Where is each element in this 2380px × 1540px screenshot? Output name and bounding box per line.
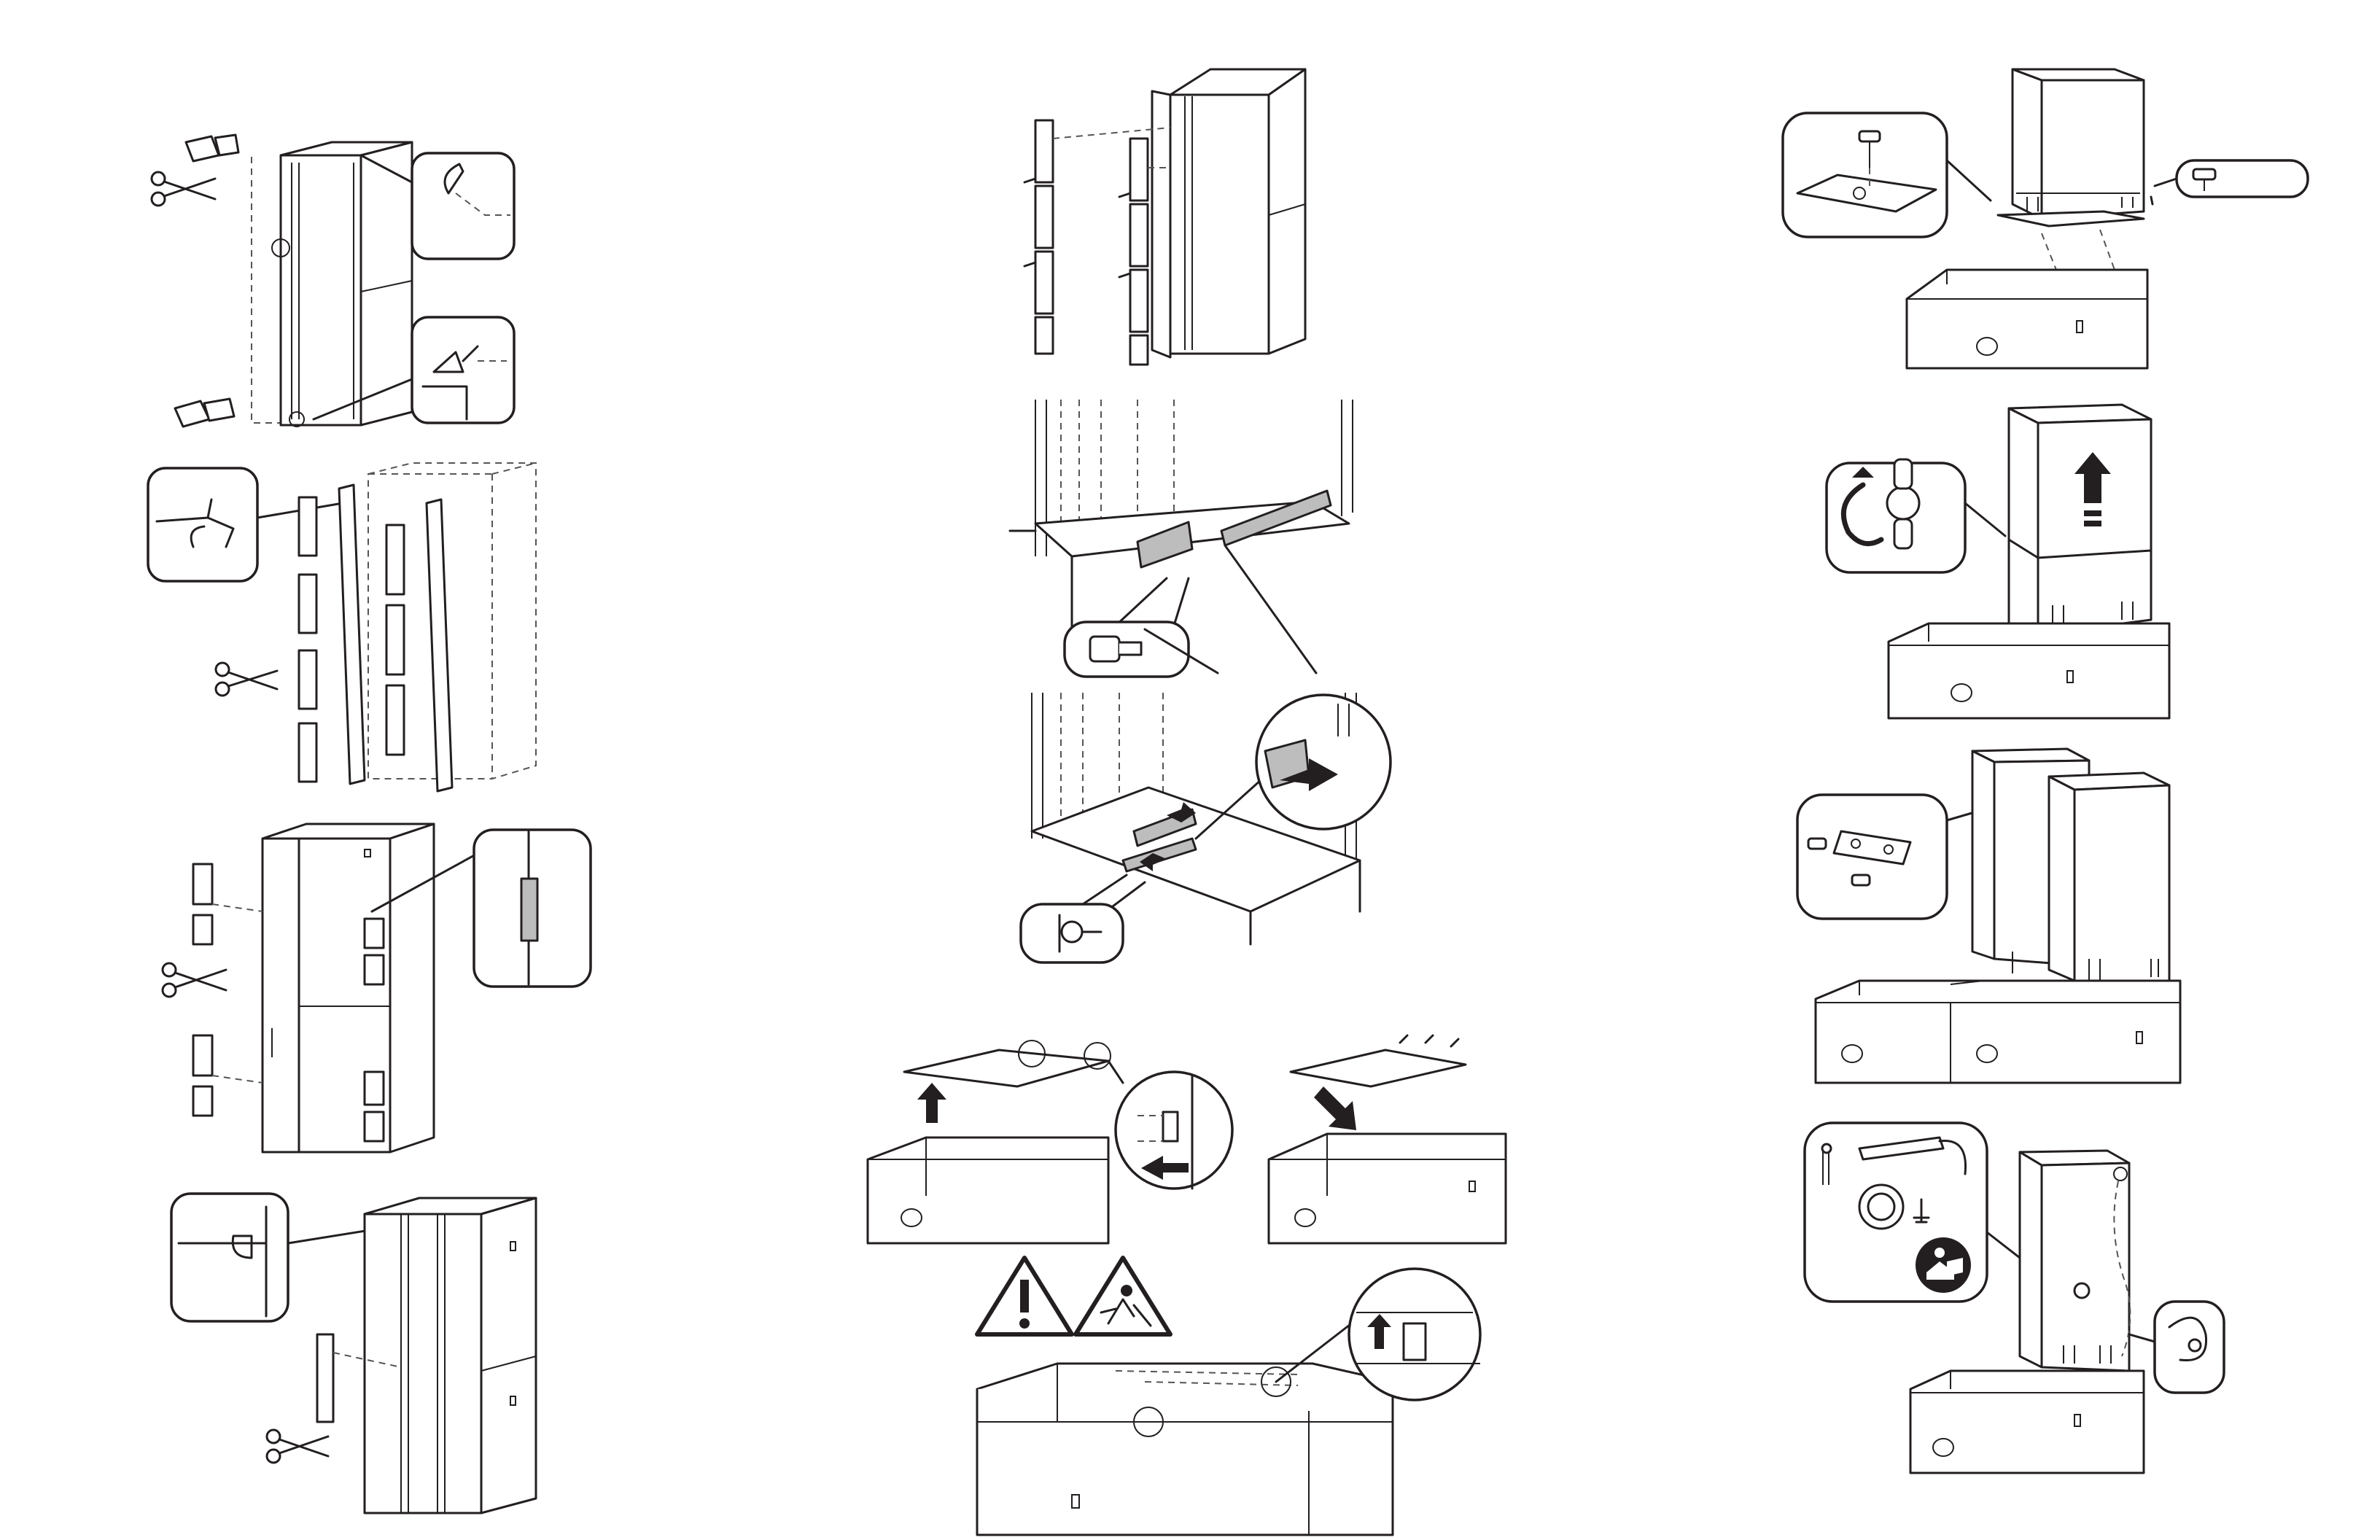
scissors-icon: [152, 172, 215, 206]
rack-cabinet: [1152, 69, 1305, 357]
warning-triangle-icon: [977, 1258, 1072, 1334]
col3-step1-chimney-screws: [1779, 58, 2319, 379]
col1-step4-cabinet-doors: [164, 1185, 558, 1528]
arrow-icon: [1314, 1086, 1356, 1130]
scissors-icon: [216, 663, 277, 696]
scissors-icon: [163, 963, 226, 997]
rotate-callout: [1827, 459, 2005, 572]
scissors-icon: [267, 1430, 328, 1463]
part-top-hinge-cover: [186, 135, 238, 161]
roof-lower-view: [1269, 1035, 1506, 1243]
hinge-latch-callout: [1108, 1061, 1232, 1189]
col3-step3-join-chimneys: [1794, 740, 2209, 1090]
chimney-duct: [2020, 1151, 2130, 1371]
screw-callout-right: [2151, 160, 2308, 204]
screw-callout-left: [1783, 113, 1991, 237]
col2-step1-side-panel-sections: [1021, 58, 1327, 372]
rack-top: [1910, 1371, 2144, 1473]
col2-step3-install-rails: [1017, 693, 1396, 970]
arrow-icon: [917, 1083, 946, 1123]
col1-step1-remove-doors: [142, 120, 536, 448]
latch-callout: [171, 1194, 379, 1321]
col1-step3-attach-strips: [153, 817, 605, 1167]
thumbscrew-callout: [1021, 875, 1145, 962]
part-bottom-hinge-cover: [175, 399, 234, 427]
rack-top: [1889, 623, 2169, 718]
chimney-duct-right: [2049, 773, 2169, 988]
rack-cabinet: [272, 142, 412, 427]
rack-cabinet: [365, 1198, 536, 1513]
rack-cabinet: [262, 824, 434, 1152]
read-manual-icon: [1916, 1237, 1971, 1293]
panel-strips-right: [1119, 139, 1148, 365]
door-panel-left: [339, 485, 365, 784]
door-panel-right: [427, 499, 452, 791]
chimney-duct: [1998, 69, 2144, 226]
rack-tops: [1816, 981, 2180, 1083]
col2-step4-roof-panels: [860, 1014, 1517, 1247]
bolt-callout: [1065, 545, 1316, 677]
col2-step5-roof-warning: [970, 1254, 1495, 1539]
cut-strips-right: [386, 525, 404, 755]
col1-step2-side-panels: [142, 459, 551, 802]
roof-lift-view: [868, 1041, 1232, 1243]
col3-step4-grounding: [1801, 1116, 2246, 1480]
col2-step2-interior-bracket: [1006, 400, 1400, 691]
grounding-callout: [1805, 1123, 2053, 1302]
caution-lifting-icon: [1076, 1258, 1170, 1334]
rack-top-view: [977, 1364, 1393, 1535]
rack-top: [1907, 230, 2147, 368]
panel-strips-left: [1024, 120, 1053, 354]
col3-step2-chimney-lift: [1823, 394, 2231, 729]
chimney-duct: [2009, 405, 2151, 634]
cut-strips-left: [299, 497, 316, 782]
